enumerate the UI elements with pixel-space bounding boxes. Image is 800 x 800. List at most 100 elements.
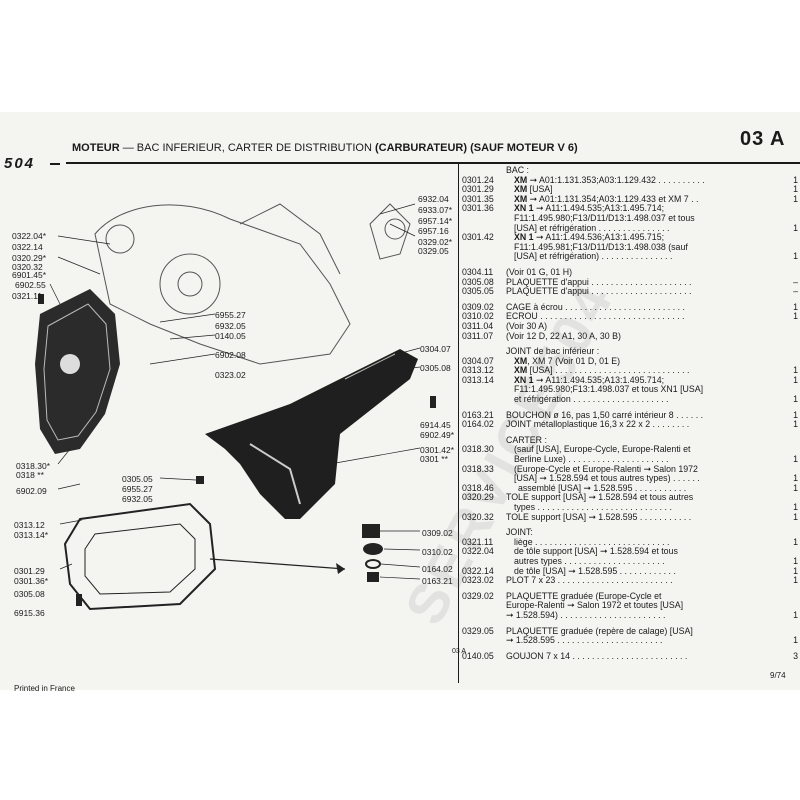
part-description: (Voir 12 D, 22 A1, 30 A, 30 B) bbox=[506, 331, 621, 341]
callout-label: 0320.32 bbox=[12, 262, 43, 272]
callout-label: 0163.21 bbox=[422, 576, 453, 586]
part-number: 0320.29 bbox=[462, 492, 494, 503]
part-quantity: 1 bbox=[793, 251, 798, 262]
parts-row: CARTER : bbox=[462, 436, 798, 446]
leader-lines bbox=[49, 203, 421, 580]
header-title: BAC INFERIEUR, CARTER DE DISTRIBUTION bbox=[136, 142, 372, 154]
part-description: de tôle support [USA] ➞ 1.528.594 et tou… bbox=[514, 547, 678, 557]
parts-row: 0313.14 XN 1 ➞ A11:1.494.535;A13:1.495.71… bbox=[462, 374, 798, 386]
figure-reference: 03 A bbox=[452, 648, 467, 655]
parts-row: types . . . . . . . . . . . . . . . . . … bbox=[462, 502, 798, 513]
part-description: BAC : bbox=[506, 166, 529, 175]
part-number: 0301.29 bbox=[462, 184, 494, 195]
callout-label: 6902.08 bbox=[215, 350, 246, 360]
part-description: CARTER : bbox=[506, 435, 547, 445]
callout-label: 0305.08 bbox=[14, 589, 45, 599]
callout-label: 0305.08 bbox=[420, 363, 451, 373]
part-quantity: – bbox=[793, 276, 798, 287]
part-quantity: 1 bbox=[793, 193, 798, 204]
part-quantity: 1 bbox=[793, 311, 798, 322]
callout-label: 0322.04* bbox=[12, 231, 47, 241]
model-code: XM bbox=[514, 194, 528, 204]
page-date: 9/74 bbox=[770, 671, 786, 680]
part-description: XM ➞ A01:1.131.353;A03:1.129.432 . . . .… bbox=[514, 175, 705, 185]
callout-label: 0309.02 bbox=[422, 528, 453, 538]
bolt-icon bbox=[38, 294, 436, 606]
part-number: 0304.07 bbox=[462, 355, 494, 366]
part-description: [USA] et réfrigération) . . . . . . . . … bbox=[514, 252, 673, 262]
part-number: 0318.30 bbox=[462, 444, 494, 455]
parts-row: [USA] et réfrigération) . . . . . . . . … bbox=[462, 252, 798, 262]
part-number bbox=[462, 611, 506, 621]
part-number bbox=[462, 214, 506, 224]
part-number: 0311.04 bbox=[462, 320, 494, 331]
part-description: (Voir 30 A) bbox=[506, 321, 548, 331]
part-number: 0311.07 bbox=[462, 330, 494, 341]
header-qualifier-1: (CARBURATEUR) bbox=[374, 142, 468, 154]
part-quantity: 1 bbox=[793, 222, 798, 233]
part-description: [USA] ➞ 1.528.594 et tous autres types) … bbox=[514, 474, 700, 484]
engine-block-icon bbox=[94, 203, 411, 365]
part-number: 0301.36 bbox=[462, 203, 494, 214]
arrow-head-icon bbox=[336, 563, 345, 574]
parts-row: 0318.30(sauf [USA], Europe-Cycle, Europe… bbox=[462, 445, 798, 455]
engine-illustration bbox=[35, 203, 436, 611]
part-description: XN 1 ➞ A11:1.494.535;A13:1.495.714; bbox=[514, 375, 665, 385]
part-number: 0318.46 bbox=[462, 482, 494, 493]
part-description: TOLE support [USA] ➞ 1.528.594 et tous a… bbox=[506, 493, 694, 503]
part-description: de tôle [USA] ➞ 1.528.595 . . . . . . . … bbox=[514, 566, 676, 576]
callout-label: 0304.07 bbox=[420, 344, 451, 354]
callout-label: 0321.11 bbox=[12, 291, 43, 301]
part-description: et réfrigération . . . . . . . . . . . .… bbox=[514, 395, 669, 405]
parts-row: 0304.11(Voir 01 G, 01 H) bbox=[462, 267, 798, 278]
callout-label: 6901.45* bbox=[12, 270, 47, 280]
page-header: MOTEUR — BAC INFERIEUR, CARTER DE DISTRI… bbox=[72, 142, 578, 154]
callout-label: 6915.36 bbox=[14, 608, 45, 618]
parts-row: 0311.04 (Voir 30 A) bbox=[462, 320, 798, 332]
part-quantity: 1 bbox=[793, 365, 798, 376]
callout-label: 6932.04 bbox=[418, 194, 449, 204]
callout-label: 0313.12 bbox=[14, 520, 45, 530]
model-code: XM bbox=[514, 175, 528, 185]
part-number: 0305.05 bbox=[462, 286, 494, 297]
oil-pan-icon bbox=[205, 349, 418, 519]
part-number: 0140.05 bbox=[462, 650, 494, 661]
part-description: TOLE support [USA] ➞ 1.528.595 . . . . .… bbox=[506, 512, 692, 522]
part-description: JOINT: bbox=[506, 528, 533, 538]
parts-row: 0311.07 (Voir 12 D, 22 A1, 30 A, 30 B) bbox=[462, 330, 798, 342]
part-description: ➞ 1.528.595 . . . . . . . . . . . . . . … bbox=[506, 636, 663, 646]
part-description: PLAQUETTE d'appui . . . . . . . . . . . … bbox=[506, 287, 692, 297]
part-description: Berline Luxe) . . . . . . . . . . . . . … bbox=[514, 455, 669, 465]
callout-label: 6933.07* bbox=[418, 205, 453, 215]
part-quantity: 1 bbox=[793, 536, 798, 547]
timing-cover-icon bbox=[35, 289, 120, 454]
part-number bbox=[462, 601, 506, 611]
part-description: PLOT 7 x 23 . . . . . . . . . . . . . . … bbox=[506, 576, 673, 586]
callout-label: 6955.27 bbox=[215, 310, 246, 320]
parts-row: ➞ 1.528.595 . . . . . . . . . . . . . . … bbox=[462, 636, 798, 646]
model-code: XN 1 bbox=[514, 375, 534, 385]
part-quantity: 1 bbox=[793, 184, 798, 195]
parts-row: F11:1.495.980;F13:1.498.037 et tous XN1 … bbox=[462, 385, 798, 395]
part-quantity bbox=[784, 436, 798, 446]
callout-label: 0329.05 bbox=[418, 246, 449, 256]
part-quantity: 1 bbox=[793, 565, 798, 576]
part-quantity bbox=[784, 592, 798, 602]
logo-underline bbox=[50, 163, 60, 165]
part-number: 0313.14 bbox=[462, 374, 494, 385]
model-code: XM bbox=[514, 185, 528, 195]
callout-label: 0313.14* bbox=[14, 530, 49, 540]
callout-label: 6957.14* bbox=[418, 216, 453, 226]
